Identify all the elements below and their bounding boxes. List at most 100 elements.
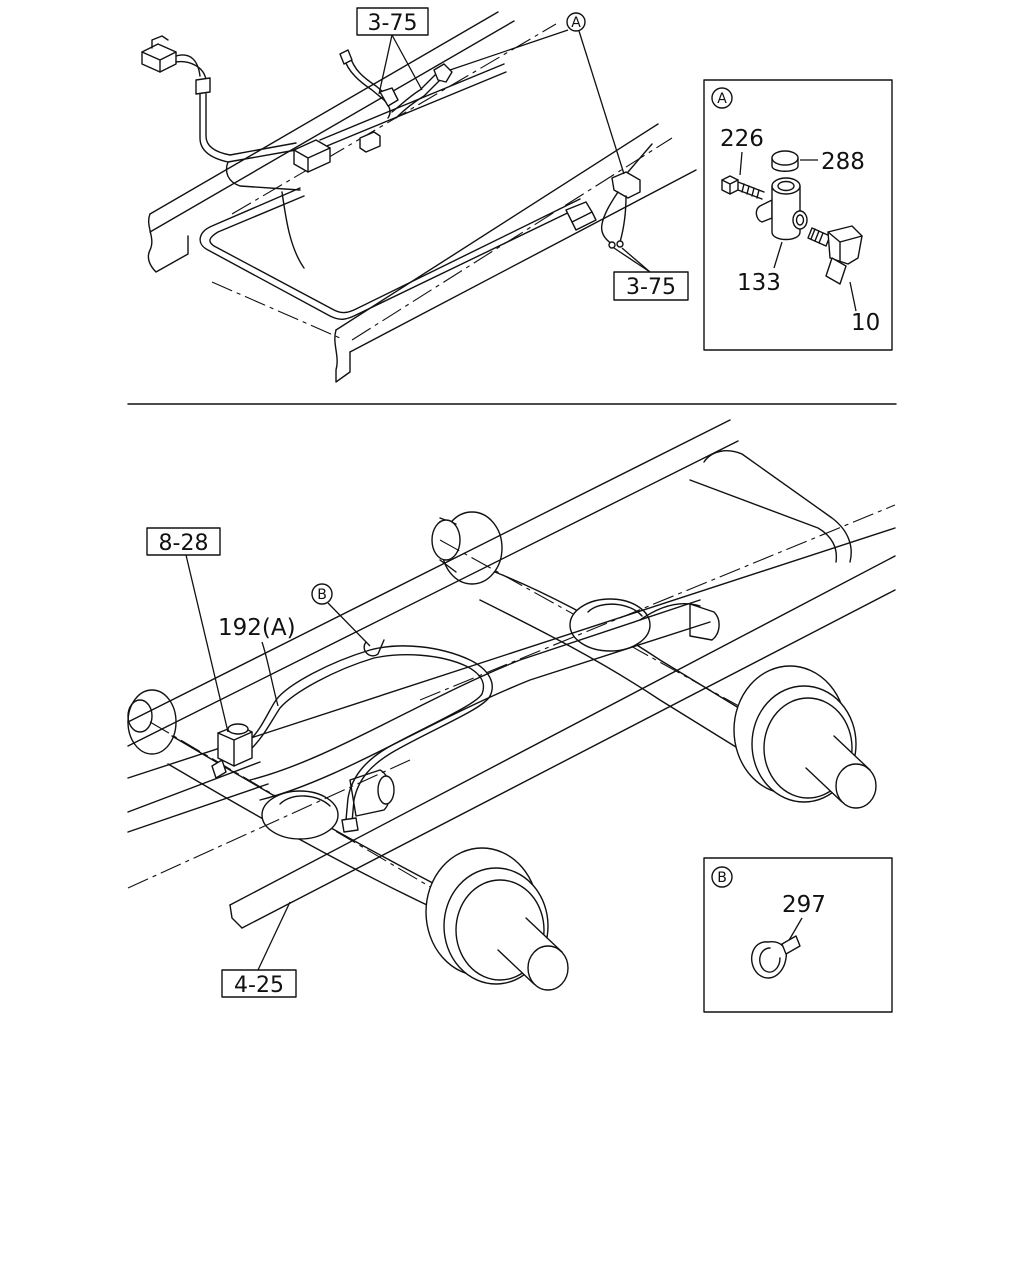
leader-line — [621, 247, 651, 273]
part-10-elbow: 10 — [807, 225, 880, 336]
near-rail-edge — [229, 555, 896, 906]
leader-line — [849, 281, 857, 312]
elbow-body — [827, 225, 863, 265]
ref-4-25: 4-25 — [221, 901, 297, 998]
hose-mid-fitting — [379, 87, 399, 107]
leader-line — [613, 247, 651, 273]
part-number-192a: 192(A) — [218, 615, 296, 641]
rear-crossmember — [689, 479, 838, 563]
leader-line — [449, 29, 569, 71]
top-view: 3-75 A 3-75 — [141, 7, 697, 383]
cap-top — [771, 150, 799, 166]
front-differential-edge — [279, 795, 331, 807]
hub-edge — [497, 917, 563, 985]
hose-clamp — [750, 935, 801, 979]
pipe-fitting-edge — [293, 147, 331, 173]
near-front-wheel — [425, 847, 569, 991]
elbow-tab — [825, 257, 847, 285]
pipe-line — [209, 195, 581, 314]
ref-3-75-lower: 3-75 — [613, 247, 689, 301]
callout-circle — [566, 12, 586, 32]
pipe-line — [321, 71, 507, 149]
hose-line — [343, 57, 391, 119]
ref-box — [221, 969, 297, 998]
part-226-bolt: 226 — [720, 126, 765, 200]
brake-chamber-face — [377, 775, 395, 805]
brake-chamber — [689, 603, 720, 641]
hose-line — [619, 195, 627, 243]
callout-letter: B — [317, 587, 327, 603]
far-front-hub — [127, 699, 153, 733]
connector-tab — [151, 35, 169, 49]
valve-fitting — [211, 759, 227, 779]
callout-circle — [711, 87, 733, 109]
elbow-edge — [827, 231, 863, 263]
part-number-226: 226 — [720, 126, 764, 152]
ref-label: 4-25 — [234, 973, 284, 998]
right-hose — [565, 143, 653, 249]
near-rail-end — [229, 904, 243, 929]
harness-wire — [205, 93, 297, 156]
pipe-line — [199, 187, 583, 320]
part-number-133: 133 — [737, 270, 781, 296]
rail-break-end — [334, 329, 351, 383]
tee-top-bore — [777, 180, 795, 192]
rail-pipe — [293, 63, 507, 173]
leader-line — [378, 34, 393, 95]
ref-3-75-upper: 3-75 — [356, 7, 429, 95]
hose-line — [391, 73, 437, 113]
valve-edge — [217, 731, 253, 767]
rail-top-edge — [335, 123, 659, 331]
far-rear-hub — [431, 519, 461, 561]
tee-top-port — [771, 177, 801, 195]
part-number-10: 10 — [851, 310, 880, 336]
rail-flange-edge — [349, 169, 697, 353]
leader-line — [261, 641, 279, 707]
leader-line — [578, 30, 625, 175]
short-pipe — [627, 143, 653, 173]
callout-b: B — [311, 583, 371, 647]
left-frame-edge — [127, 761, 261, 813]
callout-letter: B — [717, 870, 727, 886]
harness-branch — [225, 161, 301, 191]
hub-end — [835, 763, 877, 809]
rail-break-end — [147, 213, 189, 273]
detail-a: A 226 288 133 — [703, 79, 893, 351]
callout-circle — [311, 583, 333, 605]
far-rail-web — [127, 527, 896, 779]
upper-hose — [339, 49, 453, 119]
frame-centerline — [127, 759, 411, 889]
part-192a: 192(A) — [218, 615, 296, 707]
bottom-view: 8-28 B 192(A) 4-25 — [127, 419, 896, 998]
near-rail-edge — [241, 589, 896, 929]
hose-end-fitting — [341, 817, 359, 833]
bolt-thread — [741, 183, 760, 199]
hose-line — [600, 191, 619, 245]
drum-lip — [763, 697, 853, 799]
far-rail-edge — [127, 440, 739, 747]
clamp-wing — [781, 935, 801, 955]
hose-tip — [608, 241, 616, 249]
harness-wire — [175, 60, 207, 81]
hose-clip — [363, 639, 385, 657]
hose-tip — [616, 240, 624, 248]
tee-body — [771, 185, 801, 241]
leader-line — [739, 151, 743, 176]
leader-line — [787, 917, 803, 943]
hub-edge — [805, 735, 871, 803]
hose-line — [395, 79, 441, 119]
wire-sleeve — [195, 77, 211, 95]
leader-line — [327, 602, 371, 647]
rear-differential-edge — [587, 603, 643, 617]
brake-hose — [639, 603, 701, 621]
rail-flange-edge — [149, 20, 515, 233]
callout-a-top: A — [449, 12, 625, 175]
air-pipe — [199, 187, 583, 320]
air-lines — [249, 639, 493, 833]
callout-letter: A — [571, 15, 581, 31]
leader-line — [185, 554, 229, 733]
hose-end-fitting — [339, 49, 353, 65]
center-crossmember — [249, 599, 701, 781]
connector-body — [141, 43, 177, 73]
lower-frame-rail — [211, 123, 697, 383]
